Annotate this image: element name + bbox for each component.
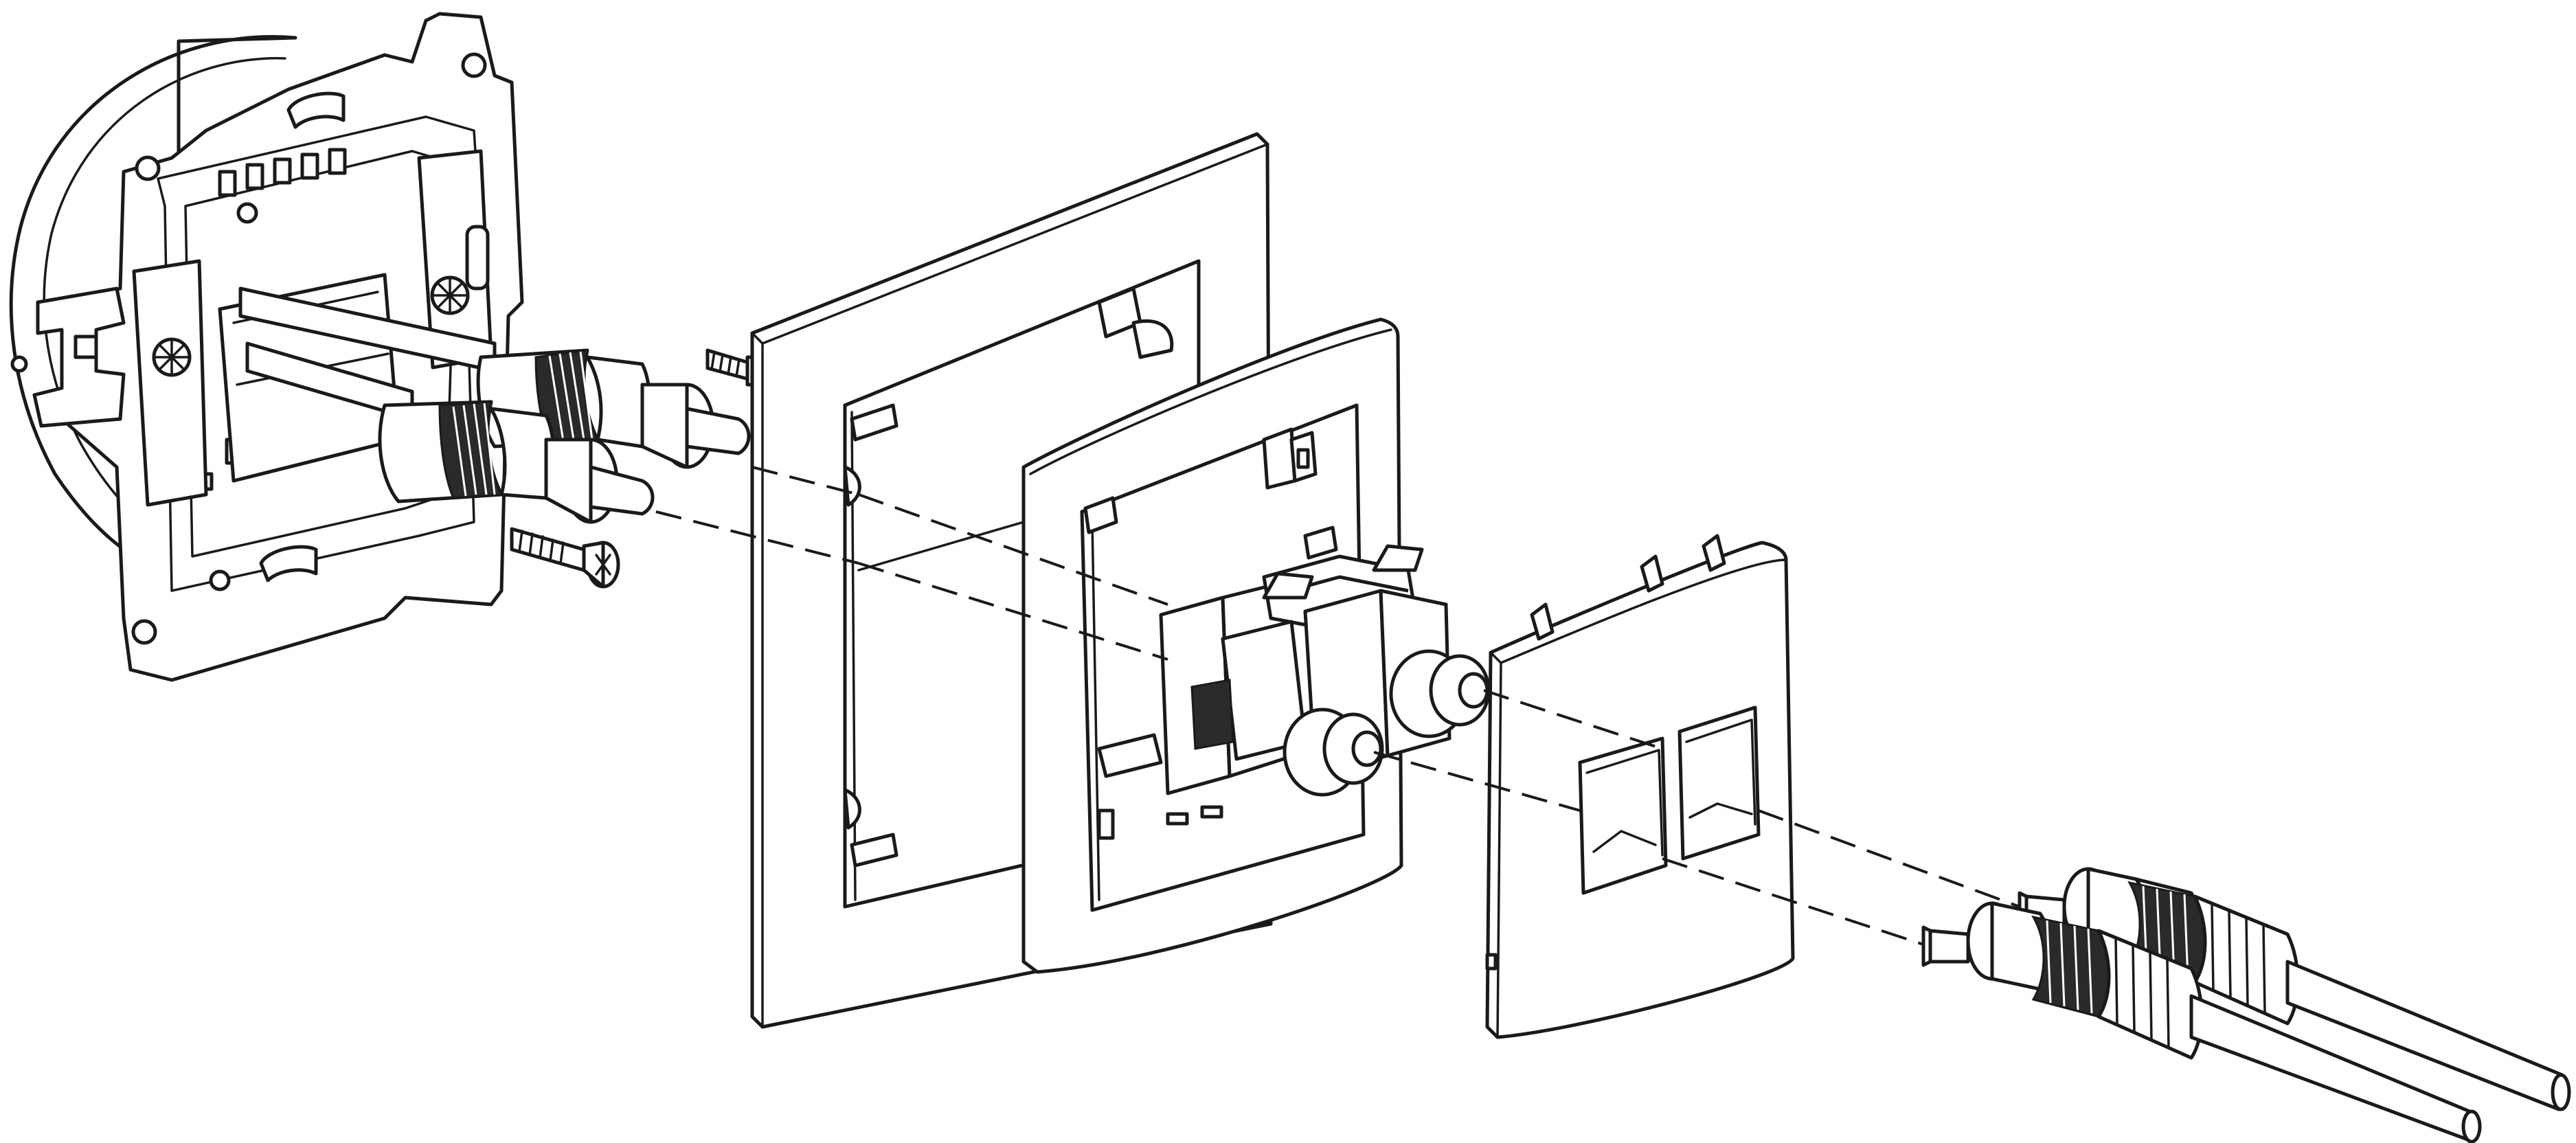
rca-socket-icon: [238, 286, 751, 524]
inner-frame-icon: [1021, 317, 1491, 974]
rca-plug-icon: [1921, 867, 2571, 1143]
assembly-axis-lines: [655, 466, 2020, 946]
cover-plate-icon: [1485, 534, 1795, 1039]
screw-icon: [510, 348, 760, 589]
